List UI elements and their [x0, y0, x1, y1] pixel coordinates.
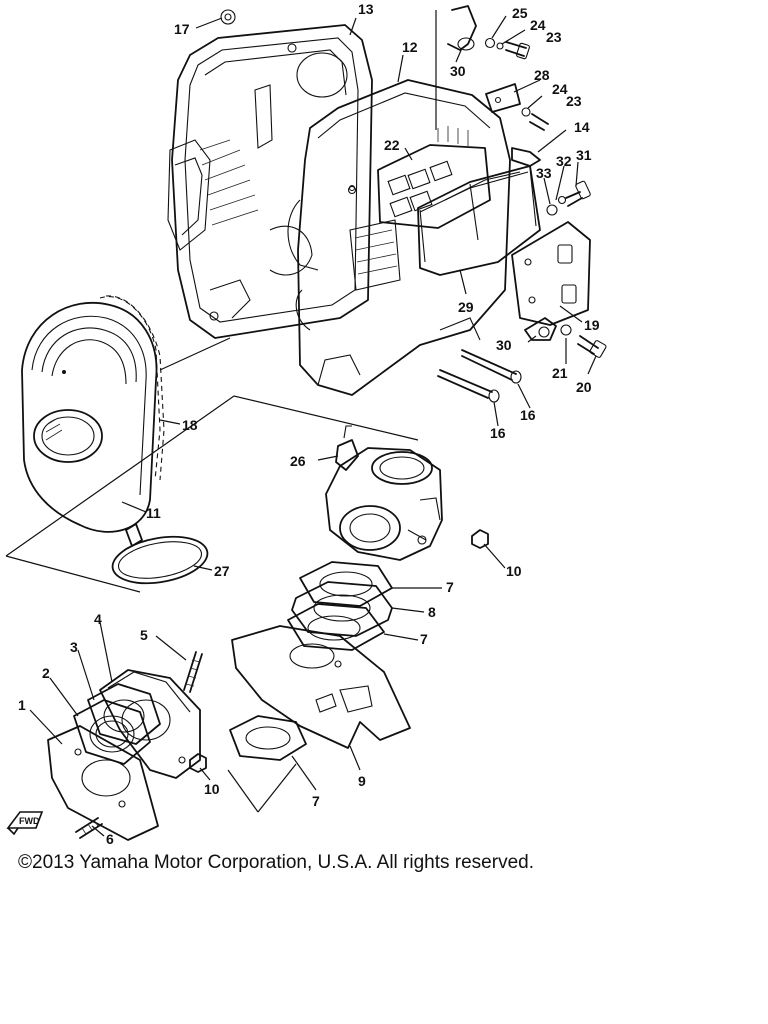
label-24-top: 24 [530, 17, 546, 33]
label-9: 9 [358, 773, 366, 789]
part-7-gasket-lower [229, 715, 307, 761]
label-30-top: 30 [450, 63, 466, 79]
part-19-bracket [511, 221, 591, 326]
part-8-insulator [291, 581, 393, 637]
label-25: 25 [512, 5, 528, 21]
label-23-mid: 23 [566, 93, 582, 109]
label-24-mid: 24 [552, 81, 568, 97]
part-9-heat-shield [231, 625, 411, 749]
label-16-left: 16 [490, 425, 506, 441]
label-12: 12 [402, 39, 418, 55]
part-27-hose-clamp [111, 523, 209, 585]
label-27: 27 [214, 563, 230, 579]
label-18: 18 [182, 417, 198, 433]
label-23-top: 23 [546, 29, 562, 45]
label-10-right: 10 [506, 563, 522, 579]
label-33: 33 [536, 165, 552, 181]
label-4: 4 [94, 611, 102, 627]
label-26: 26 [290, 453, 306, 469]
part-12-airbox-housing [287, 79, 511, 396]
carburetor [325, 425, 443, 561]
label-16-right: 16 [520, 407, 536, 423]
hardware-31-32-33 [546, 180, 591, 216]
part-6-stud [75, 817, 103, 839]
leader-lines [29, 15, 597, 837]
label-11: 11 [146, 505, 161, 521]
label-31: 31 [576, 147, 592, 163]
label-7-upper: 7 [446, 579, 454, 595]
part-13-airbox-cover [167, 24, 373, 339]
label-3: 3 [70, 639, 78, 655]
part-5-stud [183, 651, 203, 693]
label-1: 1 [18, 697, 26, 713]
hardware-28-bracket [485, 83, 549, 131]
part-10-nuts [189, 529, 489, 773]
label-21: 21 [552, 365, 568, 381]
label-6: 6 [106, 831, 114, 847]
hardware-17-bolt [220, 9, 236, 25]
hardware-30-20-21 [524, 317, 607, 358]
part-11-filter-cover [21, 301, 158, 533]
label-28: 28 [534, 67, 550, 83]
part-number-labels: 17 13 12 30 25 24 23 28 24 23 14 22 32 3… [18, 1, 600, 847]
label-8: 8 [428, 604, 436, 620]
label-19: 19 [584, 317, 600, 333]
label-22: 22 [384, 137, 400, 153]
part-7-gasket-middle [287, 603, 385, 651]
hardware-top-bracket [447, 5, 530, 60]
label-17: 17 [174, 21, 190, 37]
label-7-lower: 7 [312, 793, 320, 809]
label-14: 14 [574, 119, 590, 135]
label-5: 5 [140, 627, 148, 643]
label-20: 20 [576, 379, 592, 395]
label-7-middle: 7 [420, 631, 428, 647]
phantom-outlines [5, 10, 437, 813]
part-1-base-plate [47, 725, 159, 841]
part-22-baffle-block [377, 126, 491, 229]
part-3-gasket [87, 683, 161, 745]
hardware-14-bolt [511, 147, 541, 167]
label-30-mid: 30 [496, 337, 512, 353]
part-2-spacer [73, 699, 151, 765]
label-2: 2 [42, 665, 50, 681]
label-32: 32 [556, 153, 572, 169]
part-4-intake-manifold [99, 669, 201, 779]
label-13: 13 [358, 1, 374, 17]
part-18-seal-ring [99, 295, 165, 481]
part-16-bolts [437, 349, 522, 403]
copyright-notice: ©2013 Yamaha Motor Corporation, U.S.A. A… [18, 852, 534, 873]
part-29-filter-element [417, 165, 541, 276]
forward-arrow-icon: FWD [6, 811, 44, 836]
label-29: 29 [458, 299, 474, 315]
forward-arrow-text: FWD [19, 816, 40, 826]
label-10-left: 10 [204, 781, 220, 797]
